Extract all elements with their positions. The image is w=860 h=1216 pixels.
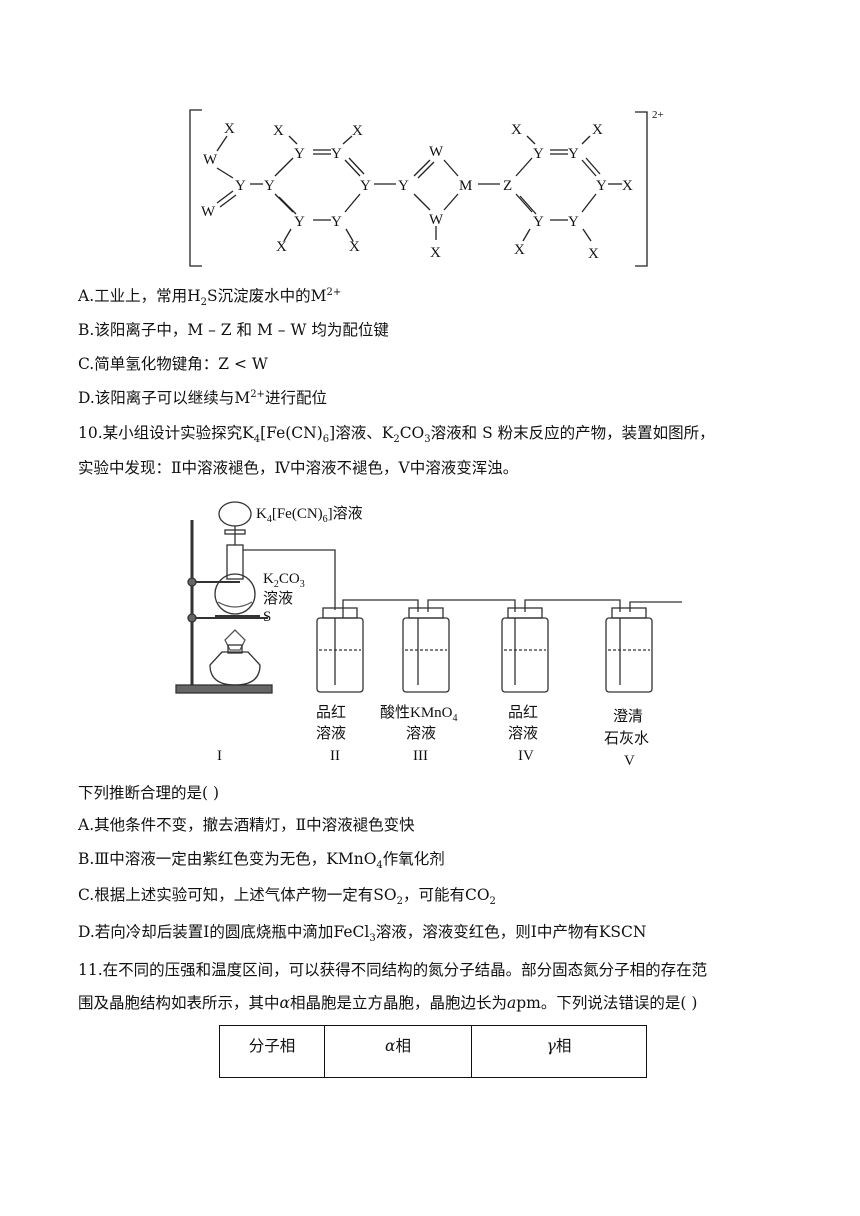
bottle-4-label: 品红: [508, 704, 538, 721]
q10-option-b: B.Ⅲ中溶液一定由紫红色变为无色，KMnO4作氧化剂: [78, 850, 445, 872]
charge-label: 2+: [652, 109, 664, 121]
bottle-4-id: IV: [518, 748, 534, 764]
apparatus-1-id: I: [217, 748, 222, 764]
bottle-5-label: 澄清: [613, 708, 643, 725]
atom-x: X: [622, 178, 633, 194]
bottle-2-label: 溶液: [316, 725, 346, 742]
atom-x: X: [588, 246, 599, 262]
q10-option-d: D.若向冷却后装置Ⅰ的圆底烧瓶中滴加FeCl3溶液，溶液变红色，则Ⅰ中产物有KS…: [78, 923, 647, 945]
bottle-3-id: III: [413, 748, 428, 764]
atom-y: Y: [294, 214, 305, 230]
table-header-gamma: γ相: [471, 1025, 647, 1078]
table-row: 分子相 α相 γ相: [219, 1025, 647, 1078]
bottle-5-label: 石灰水: [604, 730, 649, 747]
atom-y: Y: [533, 214, 544, 230]
q9-option-a: A.工业上，常用H2S沉淀废水中的M2+: [78, 286, 342, 309]
bottle-2-id: II: [330, 748, 340, 764]
atom-w: W: [429, 212, 444, 228]
bottle-3-label: 溶液: [406, 725, 436, 742]
atom-z: Z: [503, 178, 512, 194]
q10-option-c: C.根据上述实验可知，上述气体产物一定有SO2，可能有CO2: [78, 886, 496, 908]
s-label: S: [263, 609, 271, 625]
phase-table: 分子相 α相 γ相: [219, 1025, 647, 1078]
atom-y: Y: [568, 214, 579, 230]
table-header-phase: 分子相: [219, 1025, 325, 1078]
atom-y: Y: [568, 146, 579, 162]
atom-x: X: [276, 239, 287, 255]
atom-x: X: [430, 245, 441, 261]
apparatus-diagram: K4[Fe(CN)6]溶液 K2CO3 溶液 S 品红 溶液 II 酸性KMnO…: [175, 501, 682, 769]
bottle-5-id: V: [624, 753, 635, 769]
atom-x: X: [352, 123, 363, 139]
q10-stem-line2: 实验中发现：Ⅱ中溶液褪色，Ⅳ中溶液不褪色，Ⅴ中溶液变浑浊。: [78, 459, 519, 477]
atom-y: Y: [294, 146, 305, 162]
atom-w: W: [203, 152, 218, 168]
atom-x: X: [273, 123, 284, 139]
atom-w: W: [429, 144, 444, 160]
q11-stem-line1: 11.在不同的压强和温度区间，可以获得不同结构的氮分子结晶。部分固态氮分子相的存…: [78, 961, 708, 979]
q9-option-c: C.简单氢化物键角：Z < W: [78, 355, 268, 373]
atom-y: Y: [264, 178, 275, 194]
atom-m: M: [459, 178, 472, 194]
q9-option-d: D.该阳离子可以继续与M2+进行配位: [78, 388, 327, 407]
bottle-4-label: 溶液: [508, 725, 538, 742]
q10-option-a: A.其他条件不变，撤去酒精灯，Ⅱ中溶液褪色变快: [78, 816, 415, 834]
bottle-3-label: 酸性KMnO4: [380, 704, 458, 724]
flask-label: K2CO3: [263, 571, 305, 590]
atom-y: Y: [596, 178, 607, 194]
atom-y: Y: [331, 146, 342, 162]
table-header-alpha: α相: [324, 1025, 472, 1078]
bottle-2-label: 品红: [316, 704, 346, 721]
atom-x: X: [514, 242, 525, 258]
q9-option-b: B.该阳离子中，M – Z 和 M – W 均为配位键: [78, 321, 389, 339]
atom-y: Y: [398, 178, 409, 194]
q10-stem-line1: 10.某小组设计实验探究K4[Fe(CN)6]溶液、K2CO3溶液和 S 粉末反…: [78, 424, 715, 446]
atom-y: Y: [331, 214, 342, 230]
flask-label-2: 溶液: [263, 590, 293, 607]
structure-diagram: X X X W Y Y Y Y W Y Y W X X Y Y W X M Z …: [189, 109, 664, 267]
q11-stem-line2: 围及晶胞结构如表所示，其中α相晶胞是立方晶胞，晶胞边长为apm。下列说法错误的是…: [78, 994, 698, 1012]
atom-x: X: [224, 121, 235, 137]
atom-y: Y: [235, 178, 246, 194]
atom-x: X: [349, 239, 360, 255]
atom-w: W: [201, 204, 216, 220]
atom-x: X: [592, 122, 603, 138]
atom-y: Y: [533, 146, 544, 162]
atom-y: Y: [360, 178, 371, 194]
funnel-label: K4[Fe(CN)6]溶液: [256, 505, 363, 525]
q10-question: 下列推断合理的是( ): [78, 784, 220, 802]
atom-x: X: [511, 122, 522, 138]
